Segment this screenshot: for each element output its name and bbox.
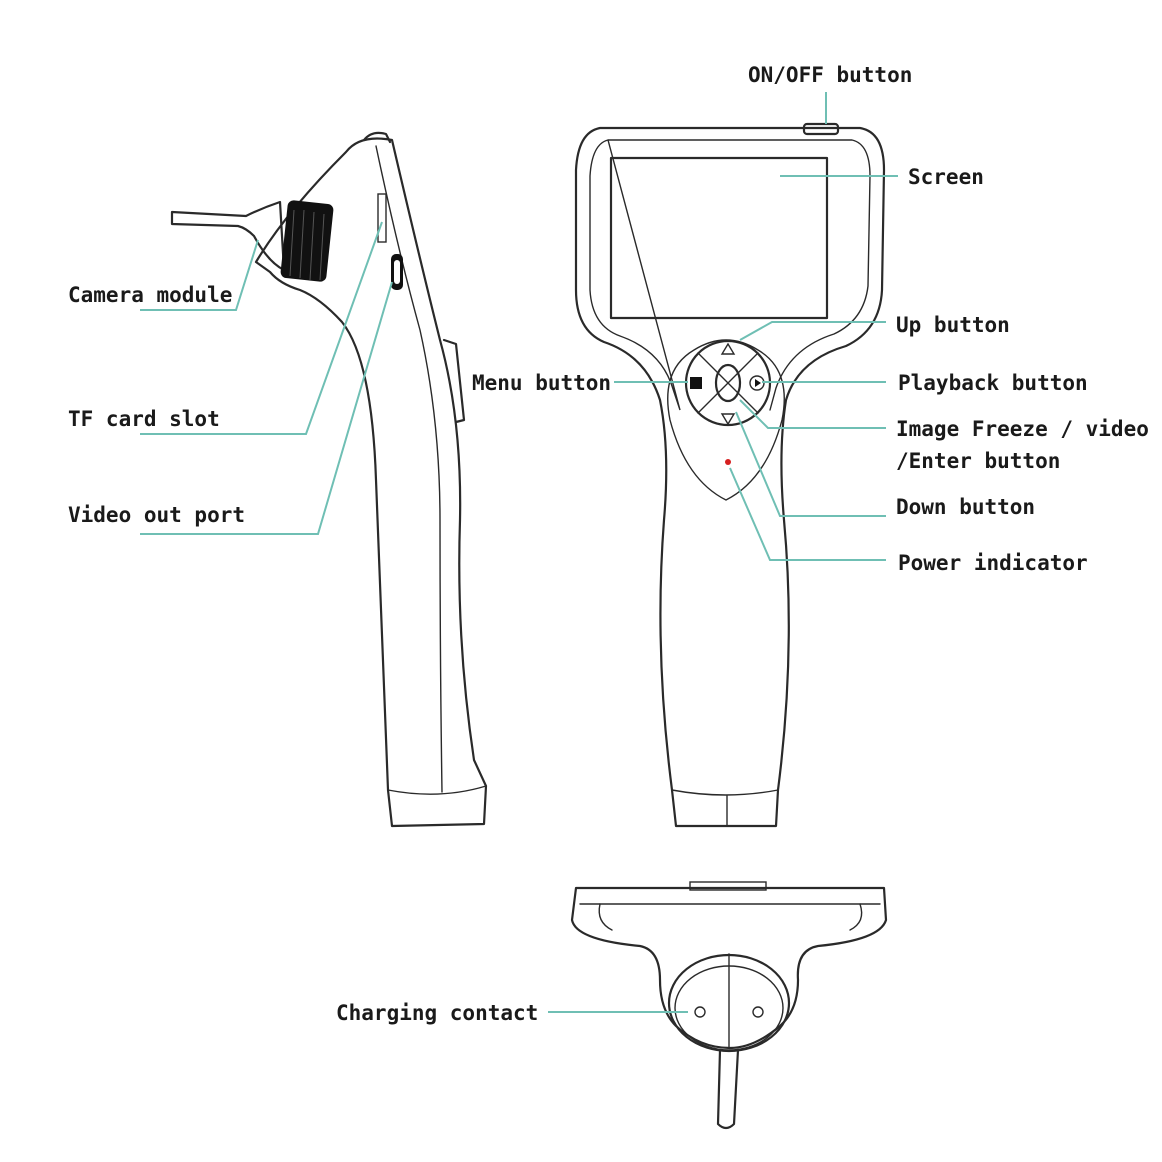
labels: ON/OFF button Screen Up button Playback … <box>68 63 1149 1025</box>
label-up: Up button <box>896 313 1010 337</box>
side-view <box>170 131 488 828</box>
menu-square-icon <box>690 377 702 389</box>
charging-contact-left <box>694 1006 706 1018</box>
label-video-out: Video out port <box>68 503 245 527</box>
enter-button <box>714 363 742 403</box>
side-body-outline <box>254 137 488 828</box>
label-freeze-line1: Image Freeze / video <box>896 417 1149 441</box>
label-menu: Menu button <box>472 371 611 395</box>
label-freeze-line2: /Enter button <box>896 449 1060 473</box>
label-down: Down button <box>896 495 1035 519</box>
down-arrow-icon <box>720 413 736 426</box>
label-screen: Screen <box>908 165 984 189</box>
front-view <box>574 122 886 828</box>
power-indicator-led <box>725 459 731 465</box>
charging-contact-right <box>752 1006 764 1018</box>
label-charging: Charging contact <box>336 1001 538 1025</box>
label-playback: Playback button <box>898 371 1088 395</box>
label-on-off: ON/OFF button <box>748 63 912 87</box>
screen <box>609 156 829 320</box>
bottom-view <box>570 881 888 1130</box>
leader-lines <box>140 92 898 1013</box>
label-power-indicator: Power indicator <box>898 551 1088 575</box>
camera-nozzle <box>170 200 286 272</box>
front-body-outline <box>574 126 886 828</box>
bottom-body-outline <box>570 886 888 1050</box>
label-camera: Camera module <box>68 283 232 307</box>
knurled-ring <box>280 200 334 282</box>
tf-card-slot <box>377 193 387 243</box>
label-tf-card: TF card slot <box>68 407 220 431</box>
up-arrow-icon <box>720 342 736 355</box>
keypad <box>684 339 772 427</box>
